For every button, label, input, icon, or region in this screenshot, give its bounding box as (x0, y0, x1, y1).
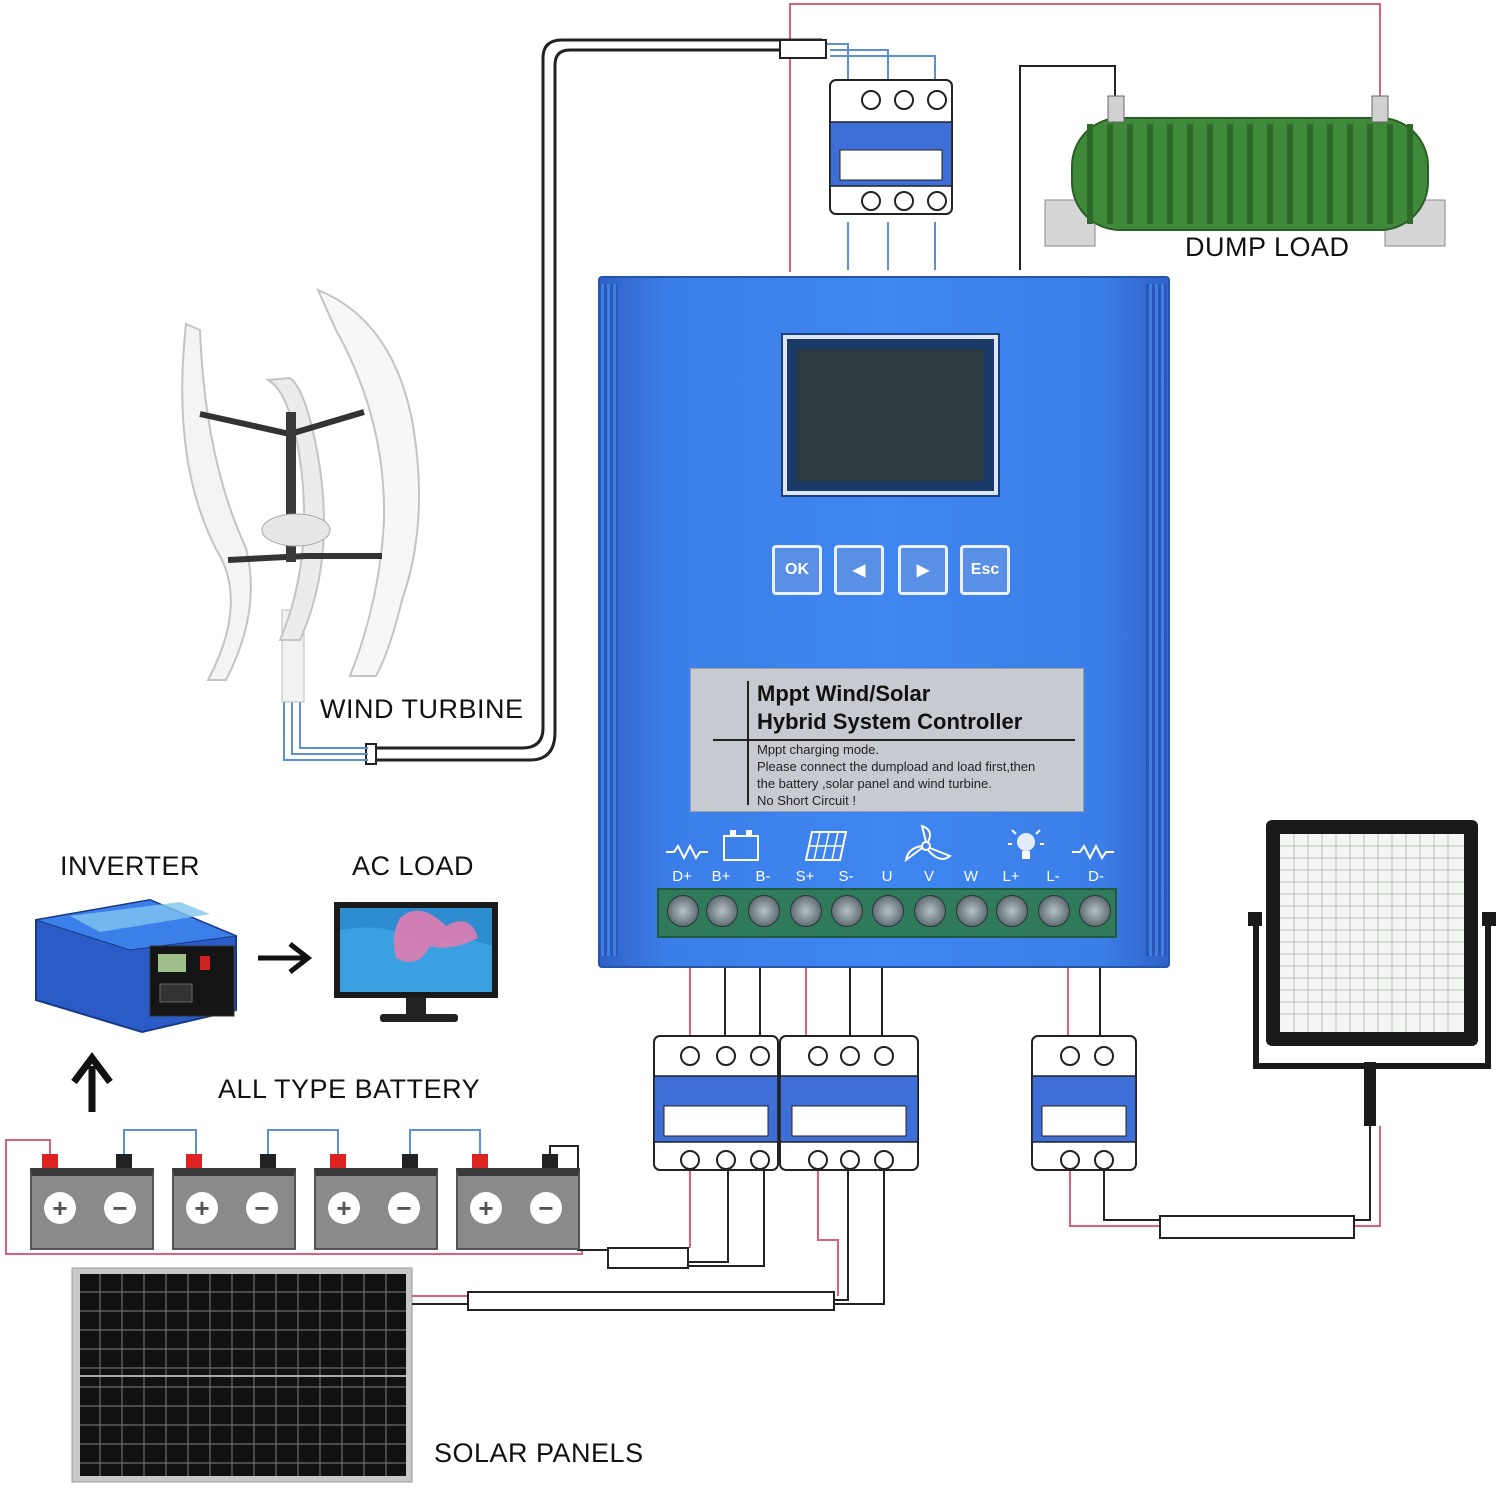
right-arrow-button[interactable]: ▶ (898, 545, 948, 595)
controller-note-line1: Mppt charging mode. (757, 742, 880, 757)
cable-sleeves (467, 1215, 1355, 1311)
controller-fin-right (1146, 284, 1166, 956)
battery-post-2-pos (186, 1154, 202, 1168)
terminal-label-s-minus: S- (838, 868, 854, 885)
ac-load-label: AC LOAD (352, 851, 475, 881)
arrows (71, 942, 313, 1112)
terminal-label-d-minus: D- (1088, 868, 1104, 885)
terminal-label-v: V (923, 868, 934, 885)
controller-note-line3: the battery ,solar panel and wind turbin… (757, 776, 992, 791)
battery-1-plus: + (44, 1192, 76, 1224)
battery-3: + − (314, 1168, 438, 1250)
controller-title-line2: Hybrid System Controller (757, 709, 1023, 734)
light-bulb-icon (1008, 829, 1044, 859)
top-wires (780, 3, 1381, 272)
battery-post-4-neg (542, 1154, 558, 1168)
terminal-screw[interactable] (1079, 895, 1111, 927)
resistor-icon-2 (1072, 843, 1114, 861)
solar-panel-icon (804, 831, 848, 861)
terminal-label-u: U (881, 868, 893, 885)
wind-turbine (181, 288, 420, 703)
terminal-label-w: W (963, 868, 979, 885)
battery-1: + − (30, 1168, 154, 1250)
battery-icon (723, 830, 759, 861)
dump-load-negative-wire (1019, 65, 1116, 270)
terminal-label-b-minus: B- (755, 868, 771, 885)
terminal-screw[interactable] (748, 895, 780, 927)
terminal-screw[interactable] (706, 895, 738, 927)
terminal-label-b-plus: B+ (711, 868, 731, 885)
wind-turbine-label: WIND TURBINE (320, 694, 524, 724)
battery-2-plus: + (186, 1192, 218, 1224)
terminal-label-d-plus: D+ (672, 868, 692, 885)
top-breaker (829, 79, 953, 215)
solar-panel (71, 1267, 413, 1483)
terminal-screw[interactable] (996, 895, 1028, 927)
battery-post-3-pos (330, 1154, 346, 1168)
bottom-wires (412, 964, 1381, 1305)
controller-label-card: Mppt Wind/Solar Hybrid System Controller… (690, 668, 1084, 812)
battery-3-minus: − (388, 1192, 420, 1224)
battery-post-4-pos (472, 1154, 488, 1168)
battery-label: ALL TYPE BATTERY (218, 1074, 481, 1104)
terminal-screw[interactable] (790, 895, 822, 927)
terminal-label-l-minus: L- (1046, 868, 1060, 885)
controller-lcd-screen (783, 335, 998, 495)
battery-post-1-pos (42, 1154, 58, 1168)
terminal-label-l-plus: L+ (1002, 868, 1020, 885)
inverter-label: INVERTER (60, 851, 201, 881)
battery-post-2-neg (260, 1154, 276, 1168)
ac-load-monitor (334, 902, 498, 1022)
terminal-screw[interactable] (1038, 895, 1070, 927)
breaker-in-wire-3 (830, 55, 936, 80)
controller-note-line2: Please connect the dumpload and load fir… (757, 759, 1036, 774)
inverter (35, 898, 238, 1034)
battery-2-minus: − (246, 1192, 278, 1224)
breaker-in-wire-2 (830, 49, 889, 80)
terminal-screw[interactable] (872, 895, 904, 927)
battery-4-minus: − (530, 1192, 562, 1224)
wind-turbine-cable (283, 38, 827, 765)
terminal-screw[interactable] (831, 895, 863, 927)
battery-breaker (653, 1035, 779, 1171)
dump-load-resistor (1044, 95, 1446, 247)
ok-button[interactable]: OK (772, 545, 822, 595)
battery-post-1-neg (116, 1154, 132, 1168)
battery-4-plus: + (470, 1192, 502, 1224)
controller-note-line4: No Short Circuit ! (757, 793, 856, 808)
esc-button[interactable]: Esc (960, 545, 1010, 595)
left-arrow-button[interactable]: ◀ (834, 545, 884, 595)
resistor-icon (666, 843, 708, 861)
terminal-label-s-plus: S+ (795, 868, 815, 885)
battery-2: + − (172, 1168, 296, 1250)
dump-load-positive-wire (789, 3, 1381, 272)
terminal-screw[interactable] (667, 895, 699, 927)
solar-breaker (779, 1035, 919, 1171)
led-flood-light (1248, 820, 1496, 1126)
terminal-icons (666, 824, 1114, 863)
solar-panels-label: SOLAR PANELS (434, 1438, 644, 1468)
battery-post-3-neg (402, 1154, 418, 1168)
terminal-screw[interactable] (956, 895, 988, 927)
controller-fin-left (598, 284, 618, 956)
battery-3-plus: + (328, 1192, 360, 1224)
battery-4: + − (456, 1168, 580, 1250)
battery-1-minus: − (104, 1192, 136, 1224)
dump-load-label: DUMP LOAD (1185, 232, 1350, 262)
terminal-screw[interactable] (914, 895, 946, 927)
controller-title-line1: Mppt Wind/Solar (757, 681, 931, 706)
battery-wires (5, 1129, 610, 1255)
load-breaker (1031, 1035, 1137, 1171)
wind-icon (904, 824, 952, 863)
